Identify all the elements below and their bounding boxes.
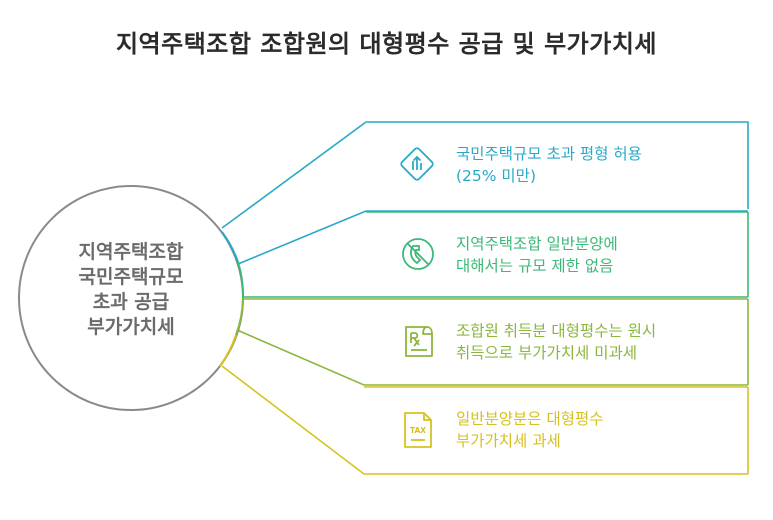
center-line-3: 초과 공급 [92,291,170,313]
center-arc-blue [221,231,239,263]
center-arc-green [237,261,245,299]
arrow-up-icon [400,147,434,181]
item-1-text: 국민주택규모 초과 평형 허용 (25% 미만) [456,143,746,187]
connector-1-bottom [237,210,367,265]
no-restriction-icon [402,238,434,270]
item-2-line-1: 지역주택조합 일반분양에 [456,235,618,253]
item-4-text: 일반분양분은 대형평수 부가가치세 과세 [456,408,746,452]
item-2-text: 지역주택조합 일반분양에 대해서는 규모 제한 없음 [456,233,746,277]
prescription-icon [405,326,433,357]
item-1-line-1: 국민주택규모 초과 평형 허용 [456,145,642,163]
item-4-line-2: 부가가치세 과세 [456,432,561,450]
connector-3-bottom [236,329,748,386]
item-3-line-1: 조합원 취득분 대형평수는 원시 [456,322,657,340]
connector-4-bottom [221,365,748,475]
item-3-line-2: 취득으로 부가가치세 미과세 [456,344,637,362]
tax-document-icon [404,412,432,448]
center-arc-yellow [219,334,237,367]
item-3-text: 조합원 취득분 대형평수는 원시 취득으로 부가가치세 미과세 [456,320,746,364]
center-line-2: 국민주택규모 [78,266,184,288]
item-4-line-1: 일반분양분은 대형평수 [456,410,604,428]
item-1-line-2: (25% 미만) [456,167,536,185]
center-arc-olive [235,297,244,336]
tax-label: TAX [410,426,426,435]
item-2-line-2: 대해서는 규모 제한 없음 [456,257,614,275]
center-line-1: 지역주택조합 [78,241,184,263]
center-line-4: 부가가치세 [87,316,175,338]
center-label: 지역주택조합 국민주택규모 초과 공급 부가가치세 [28,240,234,340]
page-title: 지역주택조합 조합원의 대형평수 공급 및 부가가치세 [115,30,658,58]
connector-1 [221,121,749,229]
